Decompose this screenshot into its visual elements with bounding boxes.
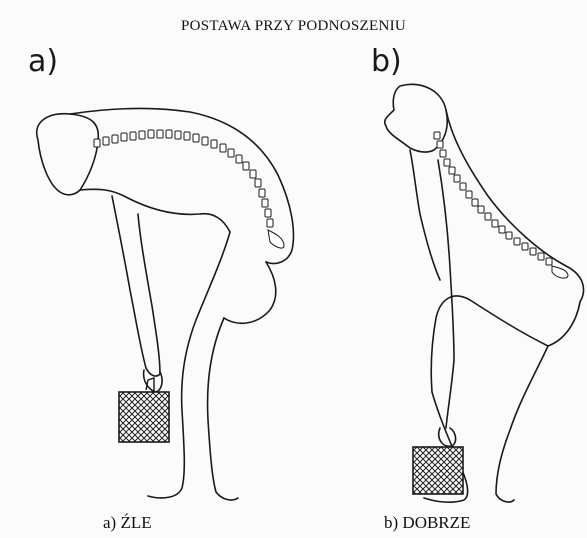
figure-a-spine bbox=[94, 130, 284, 248]
figure-a-hip bbox=[224, 262, 276, 323]
figure-b-spine bbox=[434, 132, 568, 278]
caption-bad: a) ŹLE bbox=[103, 513, 152, 533]
figure-b-hip bbox=[548, 302, 580, 346]
figure-a-chest bbox=[80, 189, 230, 232]
figure-a-back-leg bbox=[208, 318, 238, 500]
figure-b-back-leg bbox=[496, 346, 548, 502]
caption-good: b) DOBRZE bbox=[384, 513, 470, 533]
figure-b-arm bbox=[438, 160, 454, 428]
figure-b-thigh bbox=[431, 296, 548, 392]
figure-b-good-posture bbox=[385, 84, 584, 502]
figure-b-box bbox=[413, 447, 463, 494]
figure-a-head bbox=[37, 114, 99, 195]
figure-a-arm bbox=[112, 196, 160, 376]
figure-b-chest bbox=[410, 150, 440, 280]
figure-b-hand bbox=[439, 428, 456, 446]
